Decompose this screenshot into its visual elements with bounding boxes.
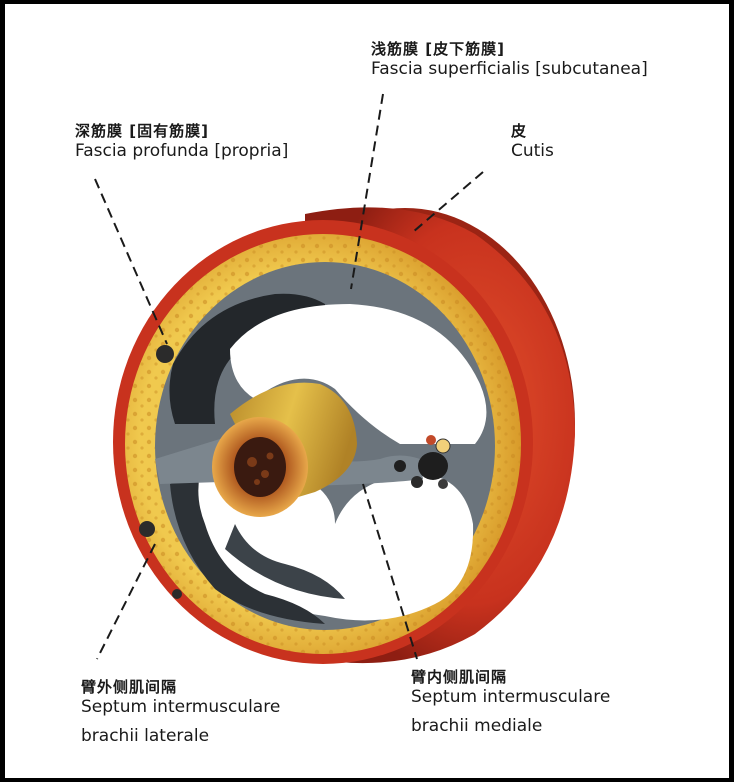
label-septum-medial-latin-2: brachii mediale — [411, 716, 543, 736]
leader-deep-fascia — [94, 178, 168, 345]
label-deep-fascia-zh: 深筋膜 [固有筋膜] — [75, 122, 209, 140]
leader-septum-medial — [362, 483, 418, 660]
label-cutis-zh: 皮 — [511, 122, 528, 140]
label-deep-fascia: 深筋膜 [固有筋膜] Fascia profunda [propria] — [75, 122, 288, 162]
leader-superficial-fascia — [350, 93, 384, 290]
label-superficial-fascia-zh: 浅筋膜 [皮下筋膜] — [371, 40, 505, 58]
label-septum-lateral-zh: 臂外侧肌间隔 — [81, 678, 178, 696]
label-superficial-fascia-latin: Fascia superficialis [subcutanea] — [371, 58, 648, 79]
label-septum-medial: 臂内侧肌间隔 Septum intermusculare brachii med… — [411, 668, 610, 737]
label-septum-lateral-latin-1: Septum intermusculare — [81, 696, 281, 717]
arm-cross-section-illustration — [94, 93, 575, 664]
figure-frame: 浅筋膜 [皮下筋膜] Fascia superficialis [subcuta… — [5, 4, 729, 778]
label-superficial-fascia: 浅筋膜 [皮下筋膜] Fascia superficialis [subcuta… — [371, 40, 648, 80]
label-deep-fascia-latin: Fascia profunda [propria] — [75, 140, 289, 161]
marrow-cavity — [234, 437, 286, 497]
humerus — [212, 382, 357, 517]
label-septum-medial-zh: 臂内侧肌间隔 — [411, 668, 508, 686]
label-septum-lateral-latin-2: brachii laterale — [81, 726, 210, 746]
label-cutis-latin: Cutis — [511, 140, 554, 161]
leader-septum-lateral — [96, 543, 156, 660]
label-cutis: 皮 Cutis — [511, 122, 554, 162]
neurovascular-bundles — [139, 345, 451, 599]
label-septum-medial-latin-1: Septum intermusculare — [411, 686, 611, 707]
leader-lines — [94, 93, 484, 660]
label-septum-lateral: 臂外侧肌间隔 Septum intermusculare brachii lat… — [81, 678, 280, 747]
